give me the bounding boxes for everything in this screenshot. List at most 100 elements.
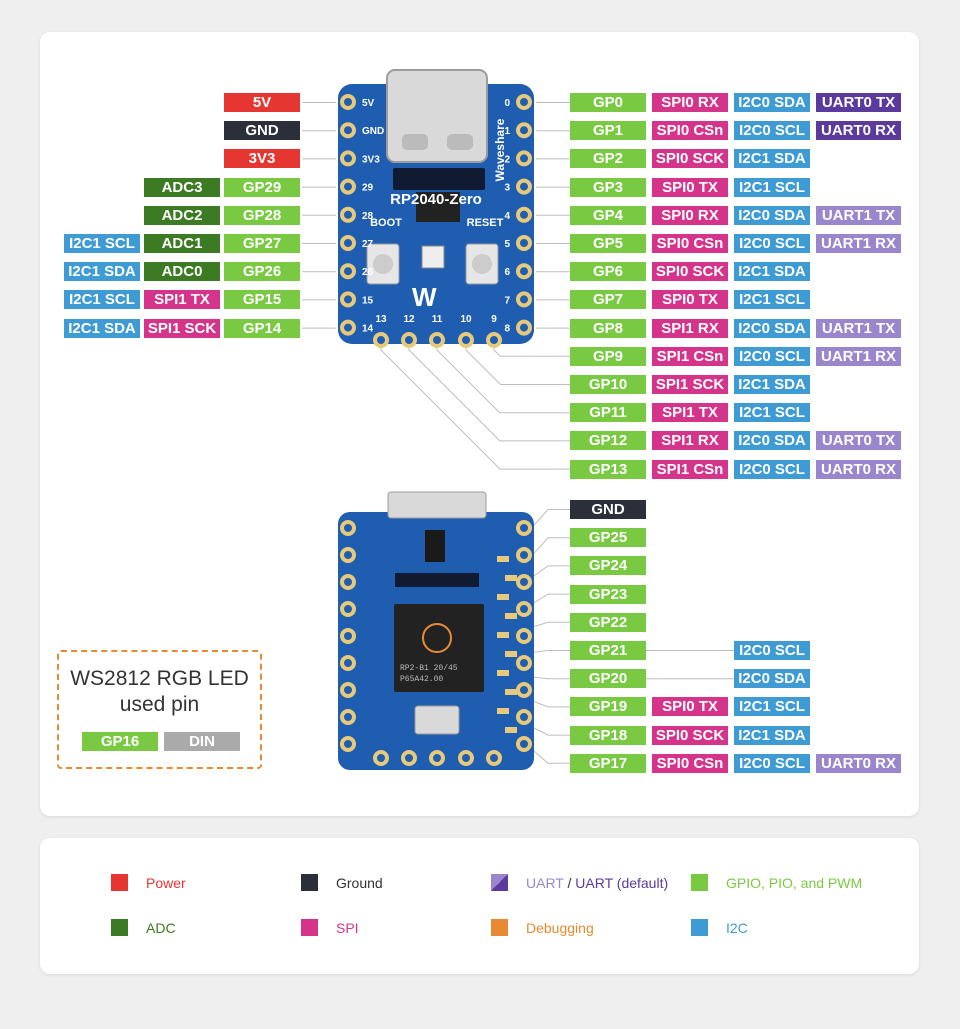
- pin-label-gp12: GP12: [570, 431, 646, 451]
- pad-bottom: [458, 332, 474, 348]
- pin-label-spi1-rx: SPI1 RX: [652, 431, 728, 451]
- back-test-pad: [497, 708, 509, 714]
- back-pad-right: [516, 655, 532, 671]
- back-pad-left: [340, 682, 356, 698]
- back-small-ic: [425, 530, 445, 562]
- silk-bottom: 12: [403, 314, 415, 325]
- pin-label-gp22: GP22: [570, 612, 646, 632]
- legend-label-uart-sep: /: [563, 875, 576, 891]
- pin-label-uart0-tx: UART0 TX: [816, 93, 901, 112]
- pin-label-i2c0-sda: I2C0 SDA: [734, 205, 810, 225]
- pin-label-gp10: GP10: [570, 375, 646, 394]
- pin-label-gp14: GP14: [224, 318, 300, 338]
- pin-label-gp26: GP26: [224, 262, 300, 282]
- back-test-pad: [505, 613, 517, 619]
- back-pad-left: [340, 628, 356, 644]
- pin-label-spi1-csn: SPI1 CSn: [652, 459, 728, 479]
- silk-right: 7: [504, 295, 510, 306]
- back-pad-left: [340, 736, 356, 752]
- back-pad-bottom: [486, 750, 502, 766]
- silk-right: 5: [504, 239, 510, 250]
- usb-tab-left: [402, 134, 428, 150]
- pin-label-i2c0-scl: I2C0 SCL: [734, 234, 810, 253]
- pin-label-gp23: GP23: [570, 584, 646, 604]
- pin-label-i2c0-sda: I2C0 SDA: [734, 669, 810, 689]
- pin-label-spi0-sck: SPI0 SCK: [652, 262, 728, 282]
- pin-label-spi0-rx: SPI0 RX: [652, 205, 728, 225]
- pad-right: [516, 122, 532, 139]
- silk-left: 28: [362, 211, 374, 222]
- pin-label-uart1-tx: UART1 TX: [816, 205, 901, 225]
- back-pad-right: [516, 736, 532, 752]
- pin-label-spi0-tx: SPI0 TX: [652, 177, 728, 197]
- back-pads: [340, 520, 532, 766]
- pin-label-gp13: GP13: [570, 459, 646, 479]
- pin-label-gp5: GP5: [570, 234, 646, 253]
- legend-label-uart-default: UART (default): [575, 875, 669, 891]
- pin-label-spi1-sck: SPI1 SCK: [652, 375, 728, 394]
- pad-left: [340, 94, 356, 110]
- pad-right: [516, 235, 532, 251]
- pin-label-gp15: GP15: [224, 290, 300, 310]
- pad-bottom: [429, 332, 445, 348]
- pin-label-gp3: GP3: [570, 177, 646, 197]
- pad-right: [516, 178, 532, 195]
- back-test-pad: [505, 575, 517, 581]
- silk-right: 8: [504, 324, 510, 335]
- legend-label-debug: Debugging: [526, 920, 594, 936]
- pin-label-spi0-sck: SPI0 SCK: [652, 149, 728, 169]
- legend-label-adc: ADC: [146, 920, 176, 936]
- silk-bottom: 13: [375, 314, 387, 325]
- chip-text-1: RP2-B1 20/45: [400, 664, 458, 673]
- pin-label-i2c1-scl: I2C1 SCL: [734, 697, 810, 717]
- pin-label-i2c1-scl: I2C1 SCL: [734, 177, 810, 197]
- pin-label-i2c1-sda: I2C1 SDA: [734, 149, 810, 169]
- board-name-label: RP2040-Zero: [390, 191, 482, 208]
- silk-left: 27: [362, 239, 374, 250]
- back-pad-right: [516, 628, 532, 644]
- pin-label-i2c0-scl: I2C0 SCL: [734, 121, 810, 141]
- pin-label-gp20: GP20: [570, 669, 646, 689]
- silk-left: 14: [362, 324, 374, 335]
- boot-button-cap: [373, 254, 393, 274]
- pin-label-i2c1-sda: I2C1 SDA: [64, 262, 140, 282]
- silk-bottom: 9: [491, 314, 497, 325]
- silk-left: 29: [362, 183, 374, 194]
- legend-card: [40, 838, 919, 974]
- pin-label-uart0-rx: UART0 RX: [816, 121, 901, 141]
- pin-label-spi1-tx: SPI1 TX: [652, 403, 728, 423]
- front-pads: [340, 94, 532, 348]
- legend-swatch-spi: [301, 919, 318, 936]
- raspberry-logo-icon: [422, 623, 452, 653]
- back-pad-right: [516, 682, 532, 698]
- ws2812-title: WS2812 RGB LED used pin: [59, 666, 260, 718]
- pin-label-spi0-csn: SPI0 CSn: [652, 753, 728, 773]
- pin-label-gnd: GND: [224, 121, 300, 141]
- legend-label-gpio: GPIO, PIO, and PWM: [726, 875, 863, 891]
- back-pad-bottom: [401, 750, 417, 766]
- pin-label-i2c0-scl: I2C0 SCL: [734, 641, 810, 660]
- ws2812-pin-label: GP16: [82, 732, 158, 751]
- legend-label-spi: SPI: [336, 920, 359, 936]
- silk-left: 3V3: [362, 154, 380, 165]
- usb-tab-right: [447, 134, 473, 150]
- silk-left: 15: [362, 295, 374, 306]
- pin-label-gp1: GP1: [570, 121, 646, 141]
- legend-swatch-power: [111, 874, 128, 891]
- front-ic-strip: [393, 168, 485, 190]
- pin-label-spi0-sck: SPI0 SCK: [652, 725, 728, 745]
- pad-bottom: [486, 332, 502, 348]
- brand-label: Waveshare: [493, 118, 507, 181]
- legend-label-uart: UART / UART (default): [526, 875, 668, 891]
- pad-left: [340, 235, 356, 251]
- pad-left: [340, 319, 356, 336]
- legend-swatch-debug: [491, 919, 508, 936]
- silk-right: 6: [504, 267, 510, 278]
- legend-swatch-i2c: [691, 919, 708, 936]
- back-test-pad: [505, 689, 517, 695]
- pin-label-i2c0-scl: I2C0 SCL: [734, 753, 810, 773]
- pad-bottom: [401, 332, 417, 348]
- pin-label-5v: 5V: [224, 93, 300, 112]
- legend-swatch-adc: [111, 919, 128, 936]
